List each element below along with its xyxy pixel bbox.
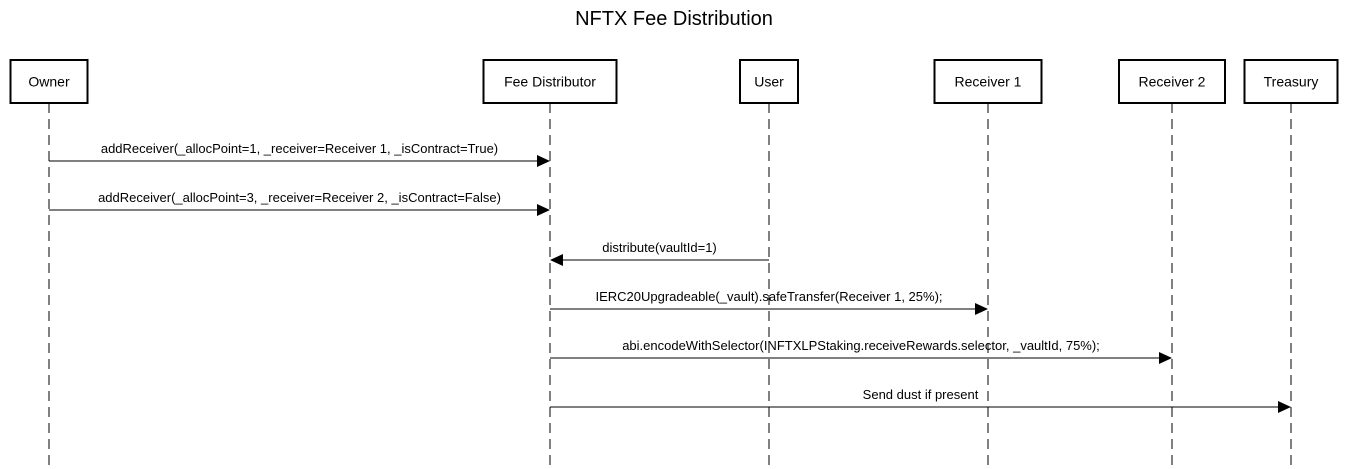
message-label: distribute(vaultId=1)	[602, 240, 717, 255]
message-1: addReceiver(_allocPoint=1, _receiver=Rec…	[49, 141, 550, 167]
participant-box	[933, 59, 1043, 104]
participant-box	[1243, 59, 1339, 104]
participant-box	[739, 59, 799, 104]
messages: addReceiver(_allocPoint=1, _receiver=Rec…	[49, 141, 1291, 413]
message-3: distribute(vaultId=1)	[550, 240, 769, 266]
participant-label: User	[754, 74, 784, 90]
message-label: abi.encodeWithSelector(INFTXLPStaking.re…	[622, 338, 1100, 353]
message-arrowhead	[1278, 401, 1291, 413]
message-4: IERC20Upgradeable(_vault).safeTransfer(R…	[550, 289, 988, 315]
message-arrowhead	[975, 303, 988, 315]
message-2: addReceiver(_allocPoint=3, _receiver=Rec…	[49, 190, 550, 216]
message-label: addReceiver(_allocPoint=3, _receiver=Rec…	[98, 190, 501, 205]
participant-treasury: Treasury	[1243, 59, 1339, 104]
message-label: IERC20Upgradeable(_vault).safeTransfer(R…	[595, 289, 942, 304]
message-5: abi.encodeWithSelector(INFTXLPStaking.re…	[550, 338, 1172, 364]
message-label: Send dust if present	[863, 387, 979, 402]
participant-box	[9, 59, 89, 104]
participant-receiver-2: Receiver 2	[1118, 59, 1226, 104]
participant-label: Receiver 1	[955, 74, 1022, 90]
participants: Owner Fee Distributor User Receiver 1 Receiv…	[9, 59, 1339, 104]
participant-label: Fee Distributor	[504, 74, 596, 90]
message-arrowhead	[537, 204, 550, 216]
message-arrowhead	[537, 155, 550, 167]
participant-owner: Owner	[9, 59, 89, 104]
participant-label: Owner	[28, 74, 70, 90]
message-label: addReceiver(_allocPoint=1, _receiver=Rec…	[101, 141, 498, 156]
participant-fee-distributor: Fee Distributor	[482, 59, 618, 104]
diagram-title: NFTX Fee Distribution	[575, 8, 773, 30]
participant-user: User	[739, 59, 799, 104]
message-arrowhead	[550, 254, 563, 266]
lifelines	[48, 103, 1292, 469]
participant-label: Receiver 2	[1139, 74, 1206, 90]
participant-receiver-1: Receiver 1	[933, 59, 1043, 104]
message-arrowhead	[1159, 352, 1172, 364]
message-6: Send dust if present	[550, 387, 1291, 413]
participant-label: Treasury	[1264, 74, 1319, 90]
participant-box	[482, 59, 618, 104]
participant-box	[1118, 59, 1226, 104]
